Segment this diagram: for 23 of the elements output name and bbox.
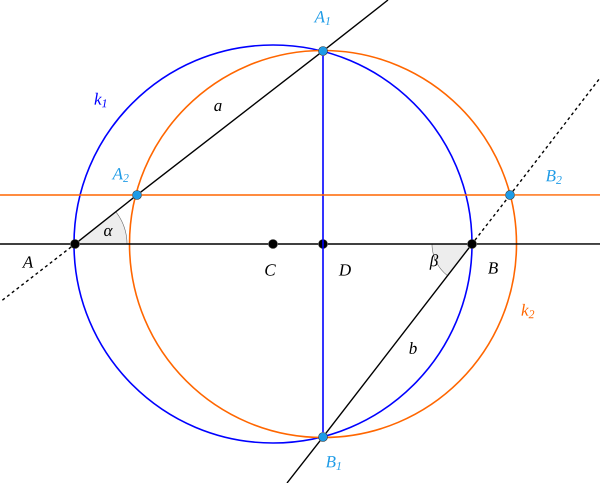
line-segment — [474, 198, 508, 241]
edge-label: b — [409, 342, 417, 354]
point-label: B$_{2}$ — [546, 170, 562, 184]
edge-label: a — [214, 102, 222, 112]
point-label: D — [338, 264, 351, 276]
point-label: A$_{1}$ — [314, 11, 330, 25]
line-segment — [78, 197, 134, 242]
line-segment — [140, 53, 320, 193]
angle-label: α — [104, 228, 113, 236]
line-segment — [278, 243, 318, 245]
point-label: A — [22, 256, 34, 268]
point-label: B$_{1}$ — [326, 456, 341, 470]
line-segment — [142, 194, 506, 196]
point-label: A$_{2}$ — [112, 168, 129, 182]
angle-label: β — [430, 254, 438, 270]
line-segment — [80, 243, 268, 245]
point-label: B — [488, 262, 498, 274]
circle-label: k$_{1}$ — [94, 92, 106, 108]
line-segment — [328, 243, 468, 245]
line-segment — [322, 56, 324, 432]
point-label: C — [265, 264, 276, 276]
circle-label: k$_{2}$ — [522, 304, 534, 318]
line-segment — [325, 247, 470, 434]
